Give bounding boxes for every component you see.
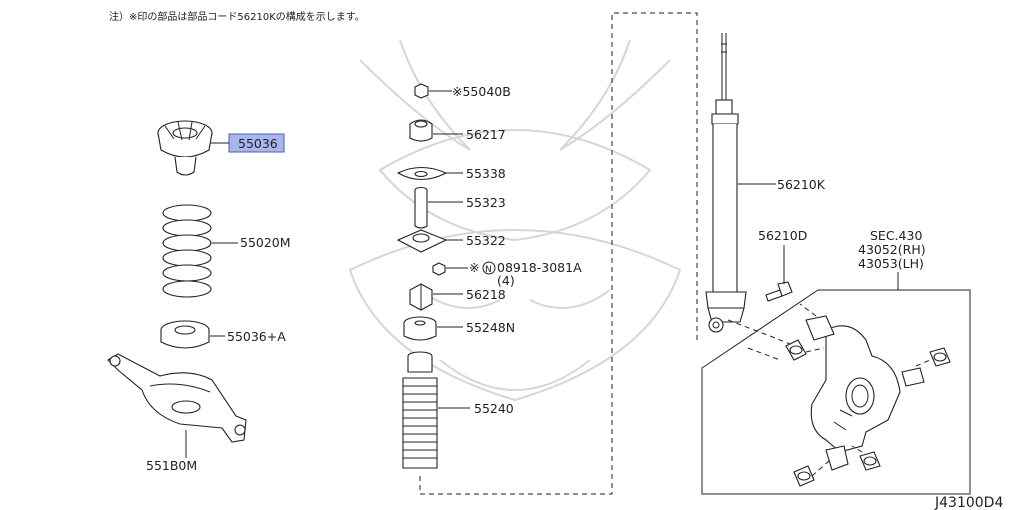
label-08918[interactable]: 08918-3081A <box>497 260 582 275</box>
part-55323-sleeve[interactable] <box>414 186 428 229</box>
label-551b0m[interactable]: 551B0M <box>146 458 197 473</box>
part-56210k-shock[interactable] <box>705 33 747 333</box>
knuckle-section-frame <box>701 289 971 495</box>
part-56210d-bolt[interactable] <box>765 281 793 302</box>
part-56217-bushing[interactable] <box>409 119 433 142</box>
part-55040b-nut[interactable] <box>414 83 429 99</box>
knuckle-drawing[interactable] <box>805 315 925 471</box>
label-56217[interactable]: 56217 <box>466 127 506 142</box>
label-55248n[interactable]: 55248N <box>466 320 515 335</box>
label-55040b[interactable]: ※55040B <box>452 84 511 99</box>
label-55240[interactable]: 55240 <box>474 401 514 416</box>
mount-guide <box>727 303 817 361</box>
part-55338-plate[interactable] <box>396 166 448 181</box>
note-text: 注）※印の部品は部品コード56210Kの構成を示します。 <box>109 10 365 23</box>
part-08918-nut[interactable] <box>432 262 446 276</box>
part-55240-dust-boot[interactable] <box>402 351 438 469</box>
label-55323[interactable]: 55323 <box>466 195 506 210</box>
label-55036[interactable]: 55036 <box>238 136 278 151</box>
part-55020m-spring[interactable] <box>162 204 212 298</box>
label-55020m[interactable]: 55020M <box>240 235 291 250</box>
part-55036a-seat[interactable] <box>160 320 210 349</box>
label-56210k[interactable]: 56210K <box>777 177 826 192</box>
part-55248n-bumper[interactable] <box>403 316 437 341</box>
part-55036-drawing[interactable] <box>157 120 213 176</box>
label-sec430[interactable]: SEC.430 <box>870 228 922 243</box>
part-551b0m-lower-arm[interactable] <box>107 353 247 443</box>
label-55036a[interactable]: 55036+A <box>227 329 286 344</box>
watermark-emblem <box>348 39 682 402</box>
label-56210d[interactable]: 56210D <box>758 228 807 243</box>
knuckle-bushings[interactable] <box>785 339 951 487</box>
label-08918-prefix: ※ <box>469 260 479 275</box>
assembly-bracket <box>419 12 698 495</box>
label-43052-rh[interactable]: 43052(RH) <box>858 242 926 257</box>
label-56218[interactable]: 56218 <box>466 287 506 302</box>
label-55338[interactable]: 55338 <box>466 166 506 181</box>
label-08918-circle: N <box>485 265 492 275</box>
label-08918-qty: (4) <box>497 273 515 288</box>
part-56218-bushing[interactable] <box>409 283 433 311</box>
label-55322[interactable]: 55322 <box>466 233 506 248</box>
label-43053-lh[interactable]: 43053(LH) <box>858 256 924 271</box>
diagram-code: J43100D4 <box>934 495 1003 510</box>
